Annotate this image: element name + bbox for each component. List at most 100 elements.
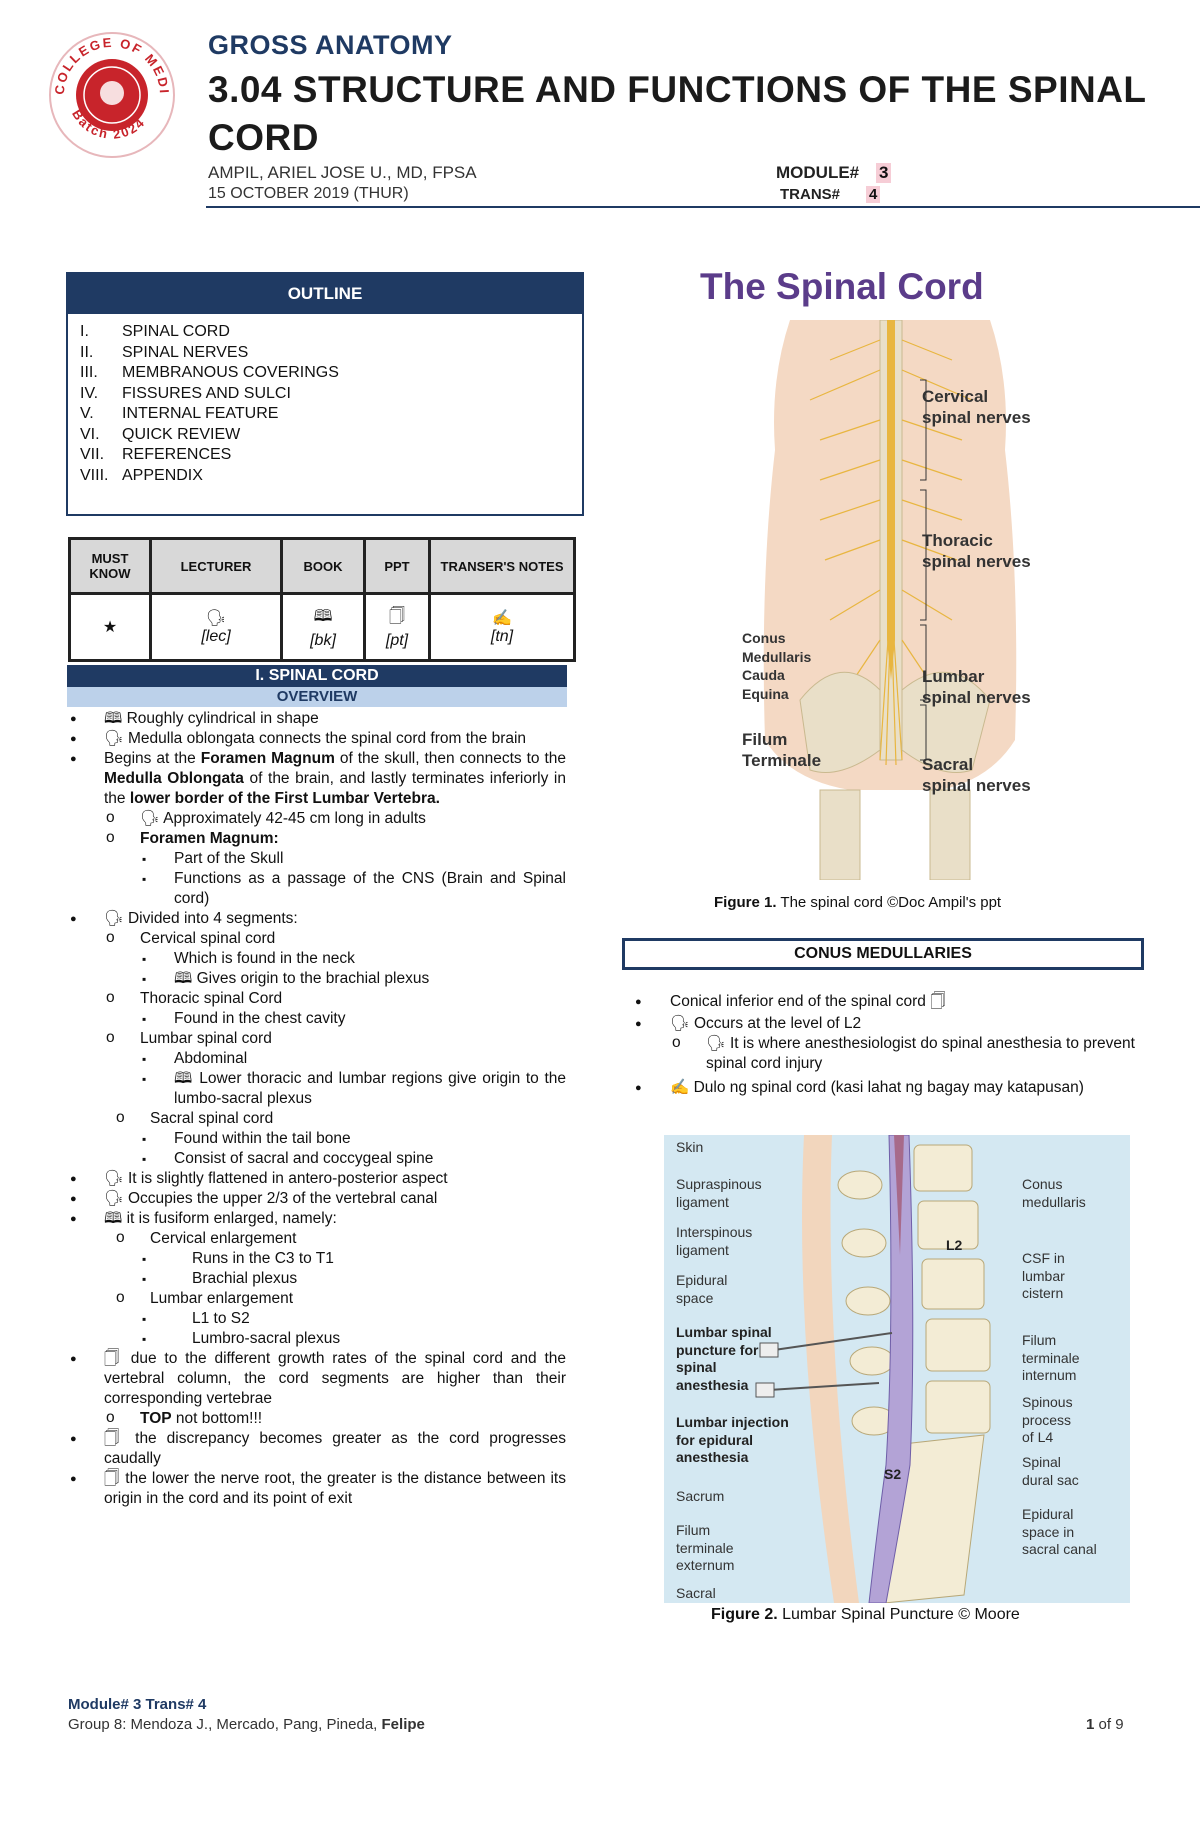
list-item: 🗍 due to the different growth rates of t… bbox=[66, 1349, 566, 1409]
footer-group: Group 8: Mendoza J., Mercado, Pang, Pine… bbox=[68, 1716, 425, 1733]
list-item: Foramen Magnum: bbox=[66, 828, 566, 849]
list-item: Cervical spinal cord bbox=[66, 928, 566, 949]
outline-num: IV. bbox=[80, 384, 99, 402]
list-item: Found in the chest cavity bbox=[66, 1009, 566, 1029]
outline-text: APPENDIX bbox=[122, 466, 203, 484]
module-label: MODULE# bbox=[776, 163, 860, 182]
outline-item: VI. QUICK REVIEW bbox=[80, 425, 582, 446]
list-item: Sacral spinal cord bbox=[66, 1108, 566, 1129]
spinal-cord-figure bbox=[763, 320, 1017, 880]
list-item: 🗍 the discrepancy becomes greater as the… bbox=[66, 1429, 566, 1469]
list-item: 🗣 Occupies the upper 2/3 of the vertebra… bbox=[66, 1189, 566, 1209]
outline-text: SPINAL NERVES bbox=[122, 343, 249, 361]
outline-item: I.SPINAL CORD bbox=[80, 322, 582, 343]
speaker-icon: 🗣 bbox=[205, 610, 227, 627]
list-item: 🗣 Divided into 4 segments: bbox=[66, 909, 566, 929]
outline-item: VII.REFERENCES bbox=[80, 445, 582, 466]
page-title: 3.04 STRUCTURE AND FUNCTIONS OF THE SPIN… bbox=[208, 66, 1168, 162]
legend-cell: 🗍 [pt] bbox=[363, 592, 431, 662]
outline-num: II. bbox=[80, 343, 94, 361]
list-item: Lumbar enlargement bbox=[66, 1288, 566, 1309]
lecturer-name: AMPIL, ARIEL JOSE U., MD, FPSA bbox=[208, 163, 477, 182]
header-divider bbox=[206, 206, 1200, 208]
outline-num: V. bbox=[80, 405, 94, 422]
legend-header: BOOK bbox=[280, 537, 366, 595]
list-item: 🕮 Roughly cylindrical in shape bbox=[66, 709, 566, 729]
list-item: Abdominal bbox=[66, 1049, 566, 1069]
legend-header: LECTURER bbox=[149, 537, 283, 595]
legend-code: [pt] bbox=[385, 631, 409, 649]
list-item: Found within the tail bone bbox=[66, 1129, 566, 1149]
outline-text: MEMBRANOUS COVERINGS bbox=[122, 364, 339, 381]
trans-value: 4 bbox=[866, 186, 881, 203]
overview-body: 🕮 Roughly cylindrical in shape 🗣 Medulla… bbox=[66, 709, 566, 1509]
figure-1-title: The Spinal Cord bbox=[700, 266, 984, 307]
legend-code: [bk] bbox=[310, 631, 336, 649]
legend-header: PPT bbox=[363, 537, 431, 595]
list-item: Functions as a passage of the CNS (Brain… bbox=[66, 869, 566, 909]
outline-text: INTERNAL FEATURE bbox=[122, 405, 279, 422]
outline-num: VI. bbox=[80, 425, 100, 443]
conus-body: Conical inferior end of the spinal cord … bbox=[624, 992, 1144, 1100]
list-item: 🕮 Gives origin to the brachial plexus bbox=[66, 969, 566, 989]
college-logo: COLLEGE OF MEDICINE Batch 2024 bbox=[42, 25, 175, 158]
figure-2-caption: Figure 2. Lumbar Spinal Puncture © Moore bbox=[711, 1606, 1020, 1623]
subsection-heading: OVERVIEW bbox=[67, 687, 567, 707]
figure-2-label-sacrum: Sacrum bbox=[676, 1488, 725, 1504]
legend-cell: ✍[tn] bbox=[428, 592, 576, 662]
outline-item: VIII. APPENDIX bbox=[80, 466, 582, 487]
list-item: Lumbro-sacral plexus bbox=[66, 1329, 566, 1349]
list-item: TOP not bottom!!! bbox=[66, 1408, 566, 1429]
legend-cell: 🗣[lec] bbox=[149, 592, 283, 662]
list-item: Consist of sacral and coccygeal spine bbox=[66, 1149, 566, 1169]
legend-header: MUST KNOW bbox=[68, 537, 152, 595]
star-icon: ★ bbox=[102, 619, 118, 636]
lecture-date: 15 OCTOBER 2019 (THUR) bbox=[208, 185, 409, 202]
legend-header: TRANSER'S NOTES bbox=[428, 537, 576, 595]
list-item: Runs in the C3 to T1 bbox=[66, 1249, 566, 1269]
figure-2-label-sacral: Sacral bbox=[676, 1585, 716, 1601]
slides-icon: 🗍 bbox=[389, 607, 405, 625]
legend-symbol-row: ★ 🗣[lec] 🕮 [bk] 🗍 [pt] ✍[tn] bbox=[68, 592, 576, 662]
outline-item: V. INTERNAL FEATURE bbox=[80, 404, 582, 425]
figure-2-label-l2: L2 bbox=[946, 1237, 963, 1253]
list-item: 🕮 it is fusiform enlarged, namely: bbox=[66, 1209, 566, 1229]
outline-item: II. SPINAL NERVES bbox=[80, 343, 582, 364]
book-icon: 🕮 bbox=[313, 607, 333, 625]
lumbar-puncture-figure bbox=[664, 1135, 1130, 1603]
figure-2-label-s2: S2 bbox=[884, 1466, 902, 1482]
list-item: ✍ Dulo ng spinal cord (kasi lahat ng bag… bbox=[624, 1078, 1144, 1098]
figure-1-caption: Figure 1. The spinal cord ©Doc Ampil's p… bbox=[714, 894, 1002, 911]
outline-num: III. bbox=[80, 364, 98, 381]
outline-item: III. MEMBRANOUS COVERINGS bbox=[80, 363, 582, 384]
list-item: L1 to S2 bbox=[66, 1309, 566, 1329]
outline-text: FISSURES AND SULCI bbox=[122, 384, 291, 402]
list-item: 🗣 Medulla oblongata connects the spinal … bbox=[66, 729, 566, 749]
list-item: Lumbar spinal cord bbox=[66, 1028, 566, 1049]
list-item: Cervical enlargement bbox=[66, 1228, 566, 1249]
conus-heading: CONUS MEDULLARIES bbox=[622, 938, 1144, 970]
legend-table: MUST KNOW LECTURER BOOK PPT TRANSER'S NO… bbox=[68, 537, 576, 662]
legend-header-row: MUST KNOW LECTURER BOOK PPT TRANSER'S NO… bbox=[68, 537, 576, 595]
outline-num: VIII. bbox=[80, 466, 109, 484]
section-heading: I. SPINAL CORD bbox=[67, 665, 567, 687]
outline-text: QUICK REVIEW bbox=[122, 425, 241, 443]
list-item: 🗣 It is where anesthesiologist do spinal… bbox=[624, 1033, 1144, 1074]
list-item: 🗣 Approximately 42-45 cm long in adults bbox=[66, 808, 566, 829]
outline-num: I. bbox=[80, 323, 89, 340]
title-line-2: CORD bbox=[208, 117, 319, 158]
course-name: GROSS ANATOMY bbox=[208, 30, 453, 60]
